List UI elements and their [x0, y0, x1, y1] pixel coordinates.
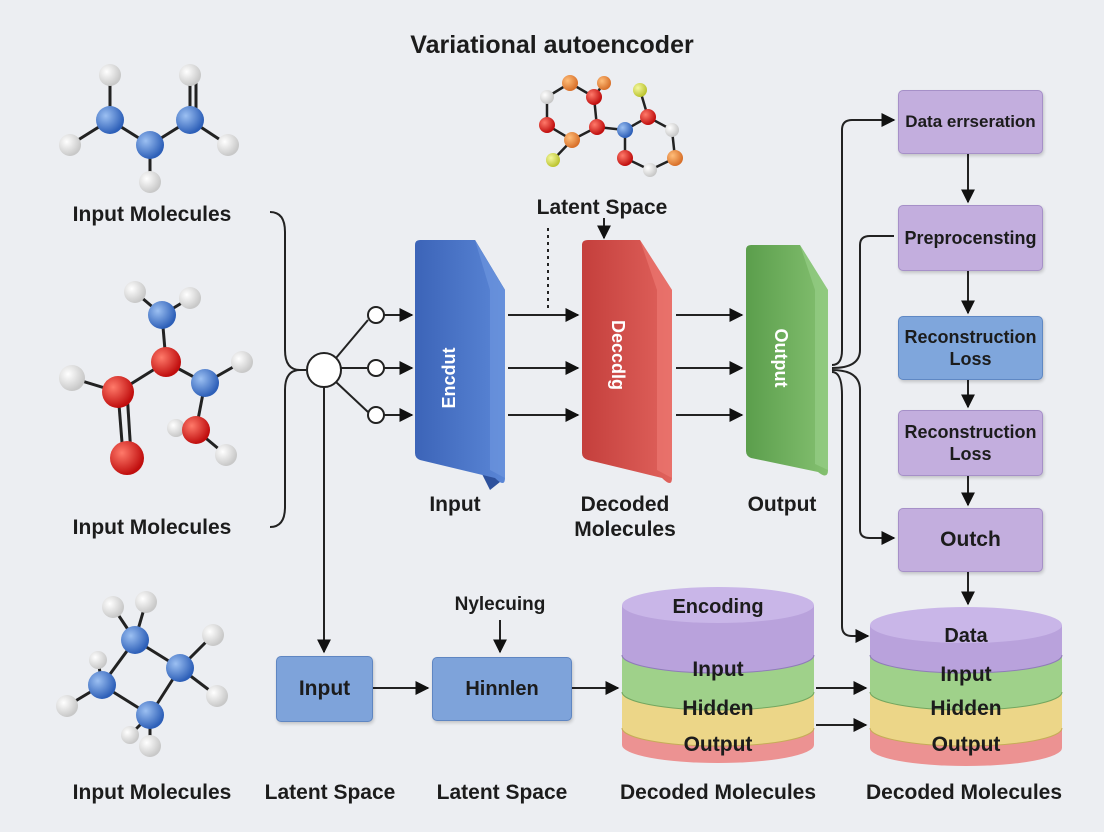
stack-left-input: Input	[692, 658, 744, 681]
stack-left	[621, 587, 815, 763]
pipeline-step-2: Preprocensting	[898, 205, 1043, 271]
latent-space-bottom-label-2: Latent Space	[436, 781, 568, 804]
fan-node-3	[367, 406, 385, 424]
decoded-molecules-mid-label: Decoded Molecules	[574, 493, 676, 542]
output-block	[746, 245, 828, 476]
input-molecules-label-3: Input Molecules	[72, 781, 232, 804]
decoded-molecules-bottom-label-2: Decoded Molecules	[865, 781, 1063, 804]
pipeline-step-1: Data errseration	[898, 90, 1043, 154]
decoded-molecules-bottom-label-1: Decoded Molecules	[619, 781, 817, 804]
input-molecules-label-1: Input Molecules	[72, 203, 232, 226]
fan-out-lines	[335, 319, 369, 413]
input-under-label: Input	[429, 493, 481, 516]
fan-node-1	[367, 306, 385, 324]
stack-left-hidden: Hidden	[682, 697, 754, 720]
stack-right	[869, 607, 1063, 766]
merge-node	[306, 352, 342, 388]
stack-left-encoding: Encoding	[672, 596, 764, 618]
pipeline-step-3: Reconstruction Loss	[898, 316, 1043, 380]
encoder-block	[415, 240, 505, 490]
molecule-3	[56, 591, 228, 757]
input-bracket	[269, 211, 306, 528]
stack-right-input: Input	[940, 663, 992, 686]
bottom-input-box: Input	[276, 656, 373, 722]
encoder-block-label: Encdut	[439, 347, 460, 409]
output-under-label: Output	[747, 493, 817, 516]
stack-right-output: Output	[931, 733, 1001, 756]
latent-space-bottom-label-1: Latent Space	[264, 781, 396, 804]
bottom-arrows	[373, 620, 868, 732]
fan-node-2	[367, 359, 385, 377]
decoder-to-output-arrows	[676, 308, 744, 422]
molecule-1	[59, 64, 239, 193]
output-block-label: Output	[770, 328, 791, 388]
bottom-hidden-box: Hinnlen	[432, 657, 572, 721]
decoder-block	[582, 240, 672, 483]
stack-right-hidden: Hidden	[930, 697, 1002, 720]
input-molecules-label-2: Input Molecules	[72, 516, 232, 539]
pipeline-step-5: Outch	[898, 508, 1043, 572]
encoder-to-decoder-arrows	[508, 308, 580, 422]
stack-right-data: Data	[944, 625, 988, 647]
output-branch-lines	[831, 113, 896, 643]
molecule-2	[59, 281, 253, 475]
latent-space-top-label: Latent Space	[536, 196, 668, 219]
to-encoder-arrows	[384, 308, 414, 422]
latent-molecule	[539, 75, 683, 177]
diagram-title: Variational autoencoder	[410, 31, 694, 59]
nylecuing-label: Nylecuing	[454, 594, 546, 615]
decoder-block-label: Deccdlg	[607, 319, 628, 391]
stack-left-output: Output	[683, 733, 753, 756]
pipeline-step-4: Reconstruction Loss	[898, 410, 1043, 476]
